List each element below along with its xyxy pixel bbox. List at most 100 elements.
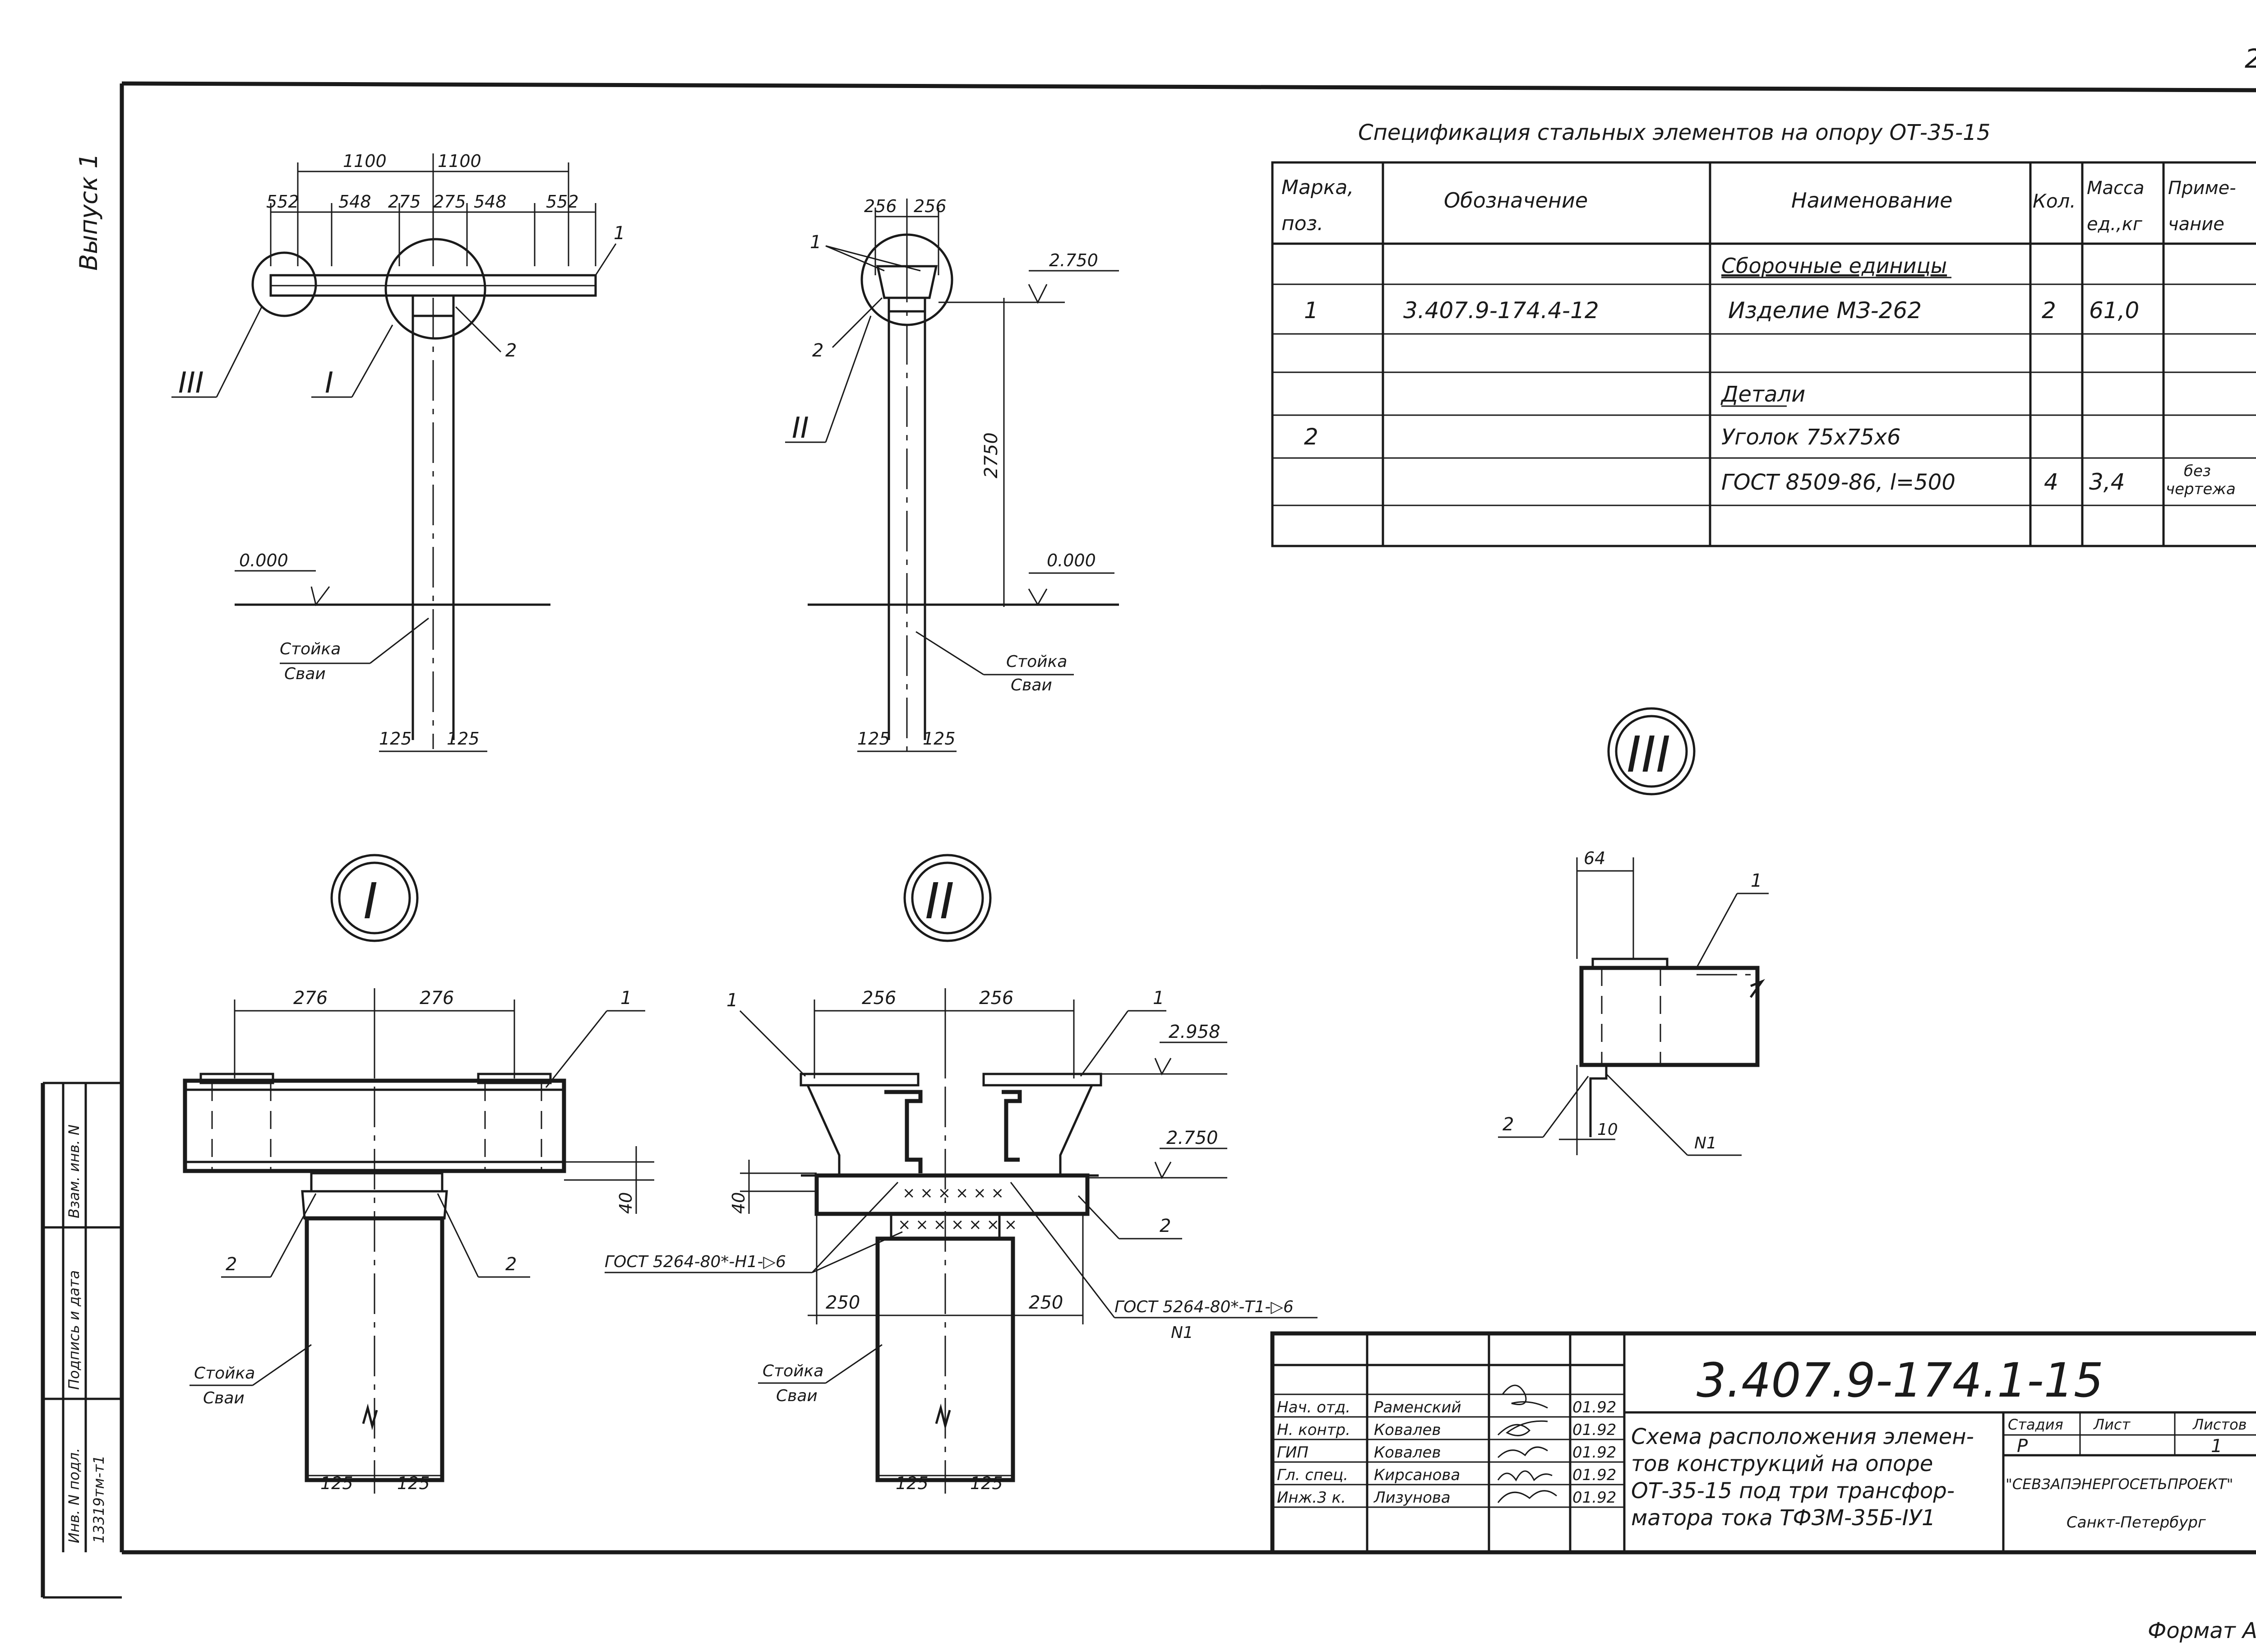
v1-dim-sub: 552 — [266, 192, 299, 212]
stamp-stage-label: Стадия — [2008, 1416, 2063, 1433]
d2-callout: 1 — [1153, 988, 1164, 1009]
d3-callout: 2 — [1502, 1114, 1514, 1135]
header-mark: Марка, — [1281, 176, 1354, 199]
spec-rows: Сборочные единицы 1 3.407.9-174.4-12 Изд… — [1304, 254, 2236, 498]
spec-row-mass: 3,4 — [2089, 469, 2125, 495]
stamp-name: Ковалев — [1374, 1444, 1441, 1462]
spec-row-mark: 1 — [1304, 297, 1318, 324]
stamp-name: Кирсанова — [1374, 1466, 1460, 1484]
spec-row-note2: чертежа — [2166, 480, 2236, 498]
stamp-stage: Р — [2017, 1436, 2028, 1457]
stamp-title-line: ОТ-35-15 под три трансфор- — [1631, 1478, 1955, 1504]
stamp-role: Н. контр. — [1277, 1421, 1350, 1439]
d1-dim-side: 40 — [616, 1192, 636, 1214]
stamp-org: "СЕВЗАПЭНЕРГОСЕТЬПРОЕКТ" — [2006, 1476, 2233, 1493]
format-label: Формат А3 — [2148, 1618, 2256, 1643]
side-inv-orig: Инв. N подл. — [65, 1448, 83, 1543]
d2-dim-bottom: 125 — [896, 1473, 929, 1493]
view1: 1100 1100 552 548 275 275 548 552 0.000 … — [171, 151, 625, 752]
spec-row-name: Сборочные единицы — [1721, 254, 1947, 278]
v2-pile-label: Сваи — [1011, 676, 1052, 694]
stamp-sheets-label: Листов — [2192, 1416, 2247, 1433]
d2-level-1: 2.958 — [1169, 1022, 1220, 1042]
header-note2: чание — [2168, 214, 2224, 235]
signature-kovalev-1 — [1497, 1420, 1548, 1436]
stamp-role: Инж.3 к. — [1277, 1489, 1346, 1507]
v1-dim-sub: 275 — [388, 192, 421, 212]
spec-header: Марка, поз. Обозначение Наименование Кол… — [1281, 176, 2236, 235]
v2-dim-top: 256 — [914, 196, 947, 216]
v2-height: 2750 — [981, 432, 1002, 478]
spec-row-note: без — [2184, 462, 2211, 480]
v2-callout: 2 — [812, 340, 823, 361]
detail3-roman: III — [1627, 726, 1670, 783]
d1-callout: 1 — [620, 988, 632, 1009]
d1-dim-top: 276 — [420, 988, 454, 1009]
d2-level-2: 2.750 — [1166, 1128, 1218, 1148]
header-qty: Кол. — [2033, 190, 2076, 212]
v2-level-top: 2.750 — [1049, 250, 1098, 270]
spec-row-qty: 2 — [2042, 297, 2056, 324]
spec-row-name: Уголок 75х75х6 — [1721, 425, 1901, 450]
v1-pile-label: Сваи — [284, 665, 326, 683]
spec-row-qty: 4 — [2044, 469, 2058, 495]
stamp-date: 01.92 — [1572, 1421, 1616, 1439]
d1-callout: 2 — [226, 1254, 237, 1275]
v1-callout: I — [325, 366, 333, 400]
stamp-title: Схема расположения элемен- тов конструкц… — [1631, 1424, 1974, 1531]
v1-dim-sub: 548 — [474, 192, 507, 212]
detail3: III 64 10 1 2 N1 — [1498, 707, 1769, 1156]
d2-weld-left: ГОСТ 5264-80*-Н1-▷6 — [605, 1253, 786, 1271]
v1-callout: III — [178, 366, 204, 400]
svg-text:× × × × × ×: × × × × × × — [902, 1184, 1004, 1202]
v1-dim-bottom: 125 — [447, 729, 480, 749]
stamp-info: Стадия Лист Листов Р 1 "СЕВЗАПЭНЕРГОСЕТЬ… — [2006, 1416, 2247, 1532]
d2-dim-mid: 250 — [826, 1292, 860, 1313]
v2-dim-bottom: 125 — [923, 729, 956, 749]
side-stamp: Взам. инв. N Подпись и дата Инв. N подл.… — [43, 1082, 122, 1552]
stamp-name: Раменский — [1374, 1398, 1461, 1416]
d2-dim-top: 256 — [979, 988, 1013, 1009]
page-number: 25 — [2245, 43, 2256, 74]
v1-dim-sub: 548 — [338, 192, 371, 212]
stamp-title-line: тов конструкций на опоре — [1631, 1451, 1933, 1476]
d1-callout: 2 — [505, 1254, 517, 1275]
d2-dim-side: 40 — [729, 1192, 749, 1214]
v1-callout: 1 — [614, 223, 625, 244]
d2-dim-bottom: 125 — [970, 1473, 1003, 1493]
stamp-date: 01.92 — [1572, 1444, 1616, 1462]
d2-pile-label: Сваи — [776, 1387, 818, 1405]
header-mass2: ед.,кг — [2087, 214, 2143, 235]
signature-lizunova — [1497, 1490, 1557, 1503]
stamp-code: 3.407.9-174.1-15 — [1697, 1353, 2103, 1408]
stamp-sheet-label: Лист — [2093, 1416, 2131, 1433]
header-name: Наименование — [1791, 188, 1952, 213]
spec-title: Спецификация стальных элементов на опору… — [1358, 120, 1990, 145]
stamp-city: Санкт-Петербург — [2066, 1513, 2206, 1532]
v1-dim-top: 1100 — [343, 151, 387, 171]
v2-callout: II — [792, 412, 809, 445]
stamp-date: 01.92 — [1572, 1489, 1616, 1507]
spec-row-name: Детали — [1720, 382, 1805, 407]
header-designation: Обозначение — [1444, 188, 1588, 213]
v2-dim-bottom: 125 — [857, 729, 890, 749]
side-instead-inv: Взам. инв. N — [65, 1124, 83, 1218]
stamp-role: ГИП — [1277, 1444, 1308, 1462]
side-label: Выпуск 1 — [74, 153, 103, 271]
detail2-roman: II — [925, 872, 954, 930]
stamp-date: 01.92 — [1572, 1398, 1616, 1416]
side-inv-value: 13319тм-т1 — [90, 1455, 107, 1543]
stamp-sheets: 1 — [2211, 1436, 2222, 1457]
stamp-title-line: матора тока ТФЗМ-35Б-IУ1 — [1631, 1505, 1936, 1531]
spec-row-name: Изделие МЗ-262 — [1728, 297, 1922, 324]
v1-dim-bottom: 125 — [379, 729, 412, 749]
d3-callout: 1 — [1751, 870, 1762, 891]
detail2: II 256 256 × × × × × × × × × × × × × 2.9… — [605, 854, 1318, 1494]
v2-level-zero: 0.000 — [1047, 551, 1096, 570]
v1-dim-top: 1100 — [438, 151, 481, 171]
stamp-date: 01.92 — [1572, 1466, 1616, 1484]
signature-kirsanova — [1497, 1470, 1553, 1481]
d2-dim-top: 256 — [862, 988, 896, 1009]
spec-row-name: ГОСТ 8509-86, l=500 — [1721, 470, 1956, 495]
d2-callout: 1 — [726, 990, 738, 1011]
